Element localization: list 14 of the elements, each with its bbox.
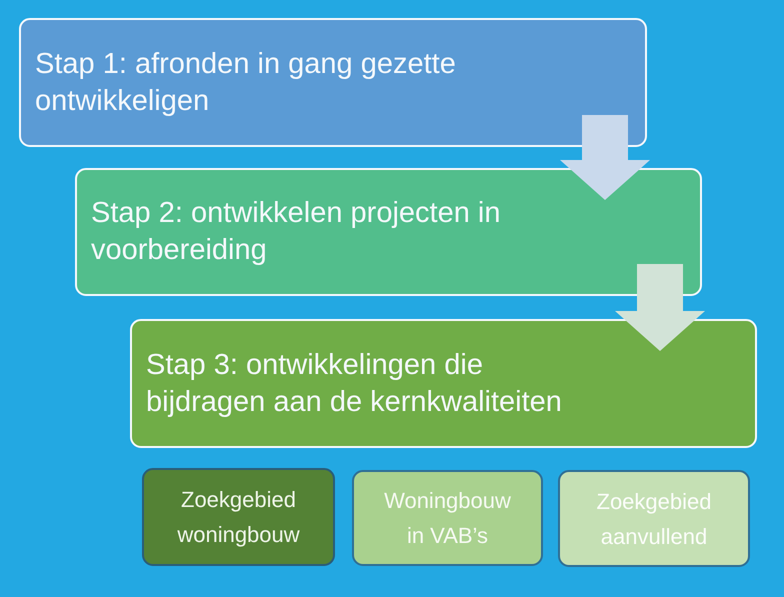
- step-box: [19, 18, 647, 147]
- tile-label: Woningbouw in VAB’s: [383, 487, 512, 550]
- tile-label: Zoekgebied woningbouw: [176, 486, 301, 549]
- tile-label: Zoekgebied aanvullend: [596, 488, 712, 550]
- step-box: [75, 168, 702, 296]
- step-text: Stap 3: ontwikkelingen die bijdragen aan de kernkwaliteiten: [146, 348, 563, 420]
- step-text: Stap 2: ontwikkelen projecten in voorbereiding: [91, 196, 502, 268]
- category-box: [352, 470, 543, 566]
- step-box: [130, 319, 757, 448]
- block-arrow: [560, 115, 650, 200]
- block-arrow: [615, 264, 705, 351]
- step-text: Stap 1: afronden in gang gezette ontwikkeligen: [35, 46, 457, 118]
- category-box: [558, 470, 750, 567]
- category-box: [142, 468, 335, 566]
